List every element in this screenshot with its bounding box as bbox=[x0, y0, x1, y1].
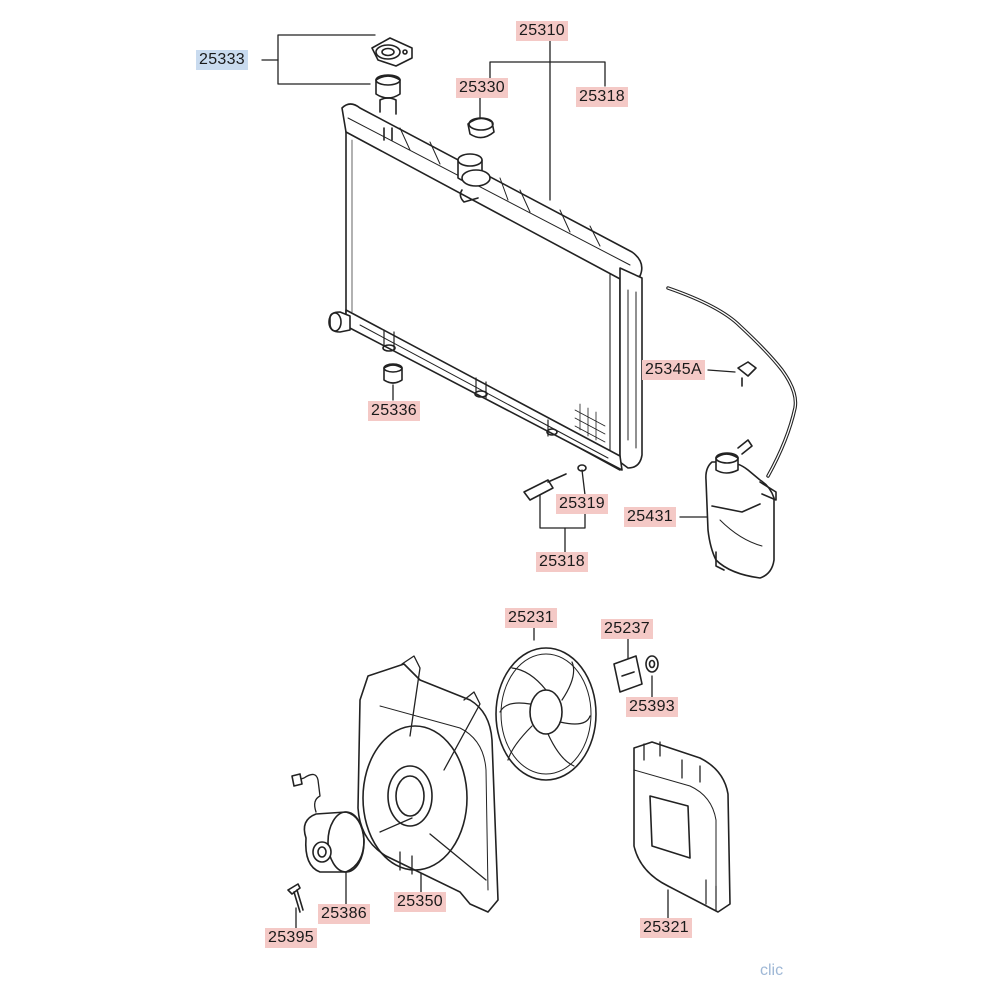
fan-shroud bbox=[357, 655, 499, 913]
part-label-25231[interactable]: 25231 bbox=[505, 608, 557, 628]
part-label-25350[interactable]: 25350 bbox=[394, 892, 446, 912]
reservoir-tank bbox=[705, 439, 777, 579]
fan-nut bbox=[613, 655, 659, 693]
part-label-25333[interactable]: 25333 bbox=[196, 50, 248, 70]
lower-insulator bbox=[383, 363, 403, 384]
part-label-25237[interactable]: 25237 bbox=[601, 619, 653, 639]
part-label-25393[interactable]: 25393 bbox=[626, 697, 678, 717]
part-label-25431[interactable]: 25431 bbox=[624, 507, 676, 527]
drain-plug bbox=[523, 464, 587, 501]
shroud-assembly bbox=[633, 741, 731, 913]
part-label-25319[interactable]: 25319 bbox=[556, 494, 608, 514]
watermark: clic bbox=[760, 962, 784, 979]
part-label-25336[interactable]: 25336 bbox=[368, 401, 420, 421]
part-label-25318-top[interactable]: 25318 bbox=[576, 87, 628, 107]
part-label-25345A[interactable]: 25345A bbox=[642, 360, 705, 380]
fan-blade bbox=[495, 647, 597, 781]
motor-screw bbox=[287, 883, 304, 913]
part-label-25321[interactable]: 25321 bbox=[640, 918, 692, 938]
fan-motor bbox=[291, 773, 365, 873]
overflow-hose bbox=[666, 286, 798, 478]
part-label-25386[interactable]: 25386 bbox=[318, 904, 370, 924]
part-label-25310[interactable]: 25310 bbox=[516, 21, 568, 41]
radiator-cap bbox=[467, 117, 495, 139]
part-label-25318-bottom[interactable]: 25318 bbox=[536, 552, 588, 572]
part-label-25395[interactable]: 25395 bbox=[265, 928, 317, 948]
leader-lines bbox=[261, 34, 736, 929]
radiator-mount-bracket bbox=[371, 37, 413, 99]
part-label-25330[interactable]: 25330 bbox=[456, 78, 508, 98]
radiator bbox=[328, 97, 643, 471]
